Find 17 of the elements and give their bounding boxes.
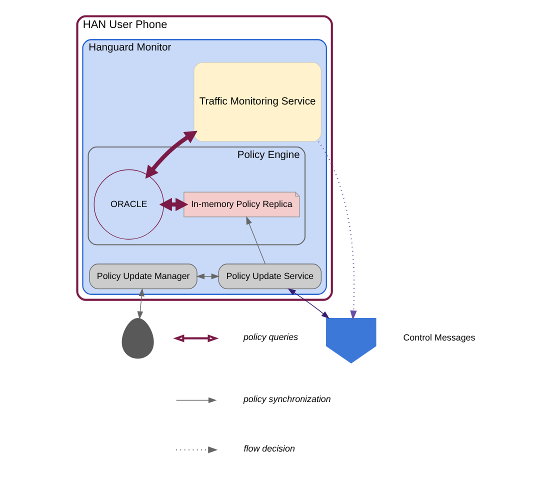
node-circle: ORACLE [94, 169, 164, 240]
arrow [145, 130, 198, 179]
node-person [122, 318, 154, 359]
node-box: Policy Update Service [218, 264, 322, 290]
arrow [288, 288, 330, 319]
arrow [196, 274, 220, 280]
arrow [159, 198, 188, 212]
node-arrow [326, 318, 376, 364]
legend-label: flow decision [244, 443, 295, 454]
legend-label: policy synchronization [243, 394, 331, 404]
node-box: Policy Update Manager [89, 264, 198, 290]
node-box: Traffic Monitoring Service [194, 62, 322, 142]
arrow [137, 288, 144, 320]
legend-label: policy queries [243, 332, 298, 342]
arrow [246, 216, 266, 264]
arrow [318, 141, 357, 320]
node-label: Control Messages [403, 332, 476, 343]
